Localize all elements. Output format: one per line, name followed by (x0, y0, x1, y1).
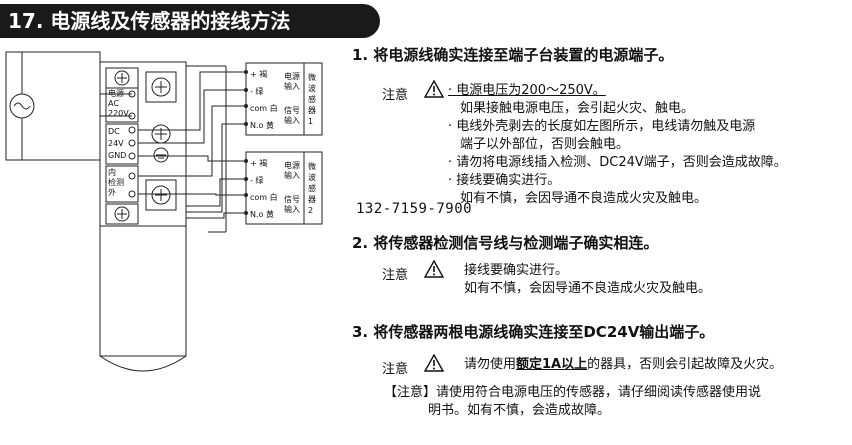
wiring-diagram (5, 51, 323, 372)
section3-warning-text: 请勿使用额定1A以上的器具，否则会引起故障及火灾。 (464, 356, 782, 374)
section-header: 17. 电源线及传感器的接线方法 (0, 4, 380, 38)
section1-body: · 电源电压为200～250V。 如果接触电源电压，会引起火灾、触电。 · 电线… (448, 83, 787, 206)
section1-title: 1. 将电源线确实连接至端子台装置的电源端子。 (352, 46, 674, 64)
sensor2-input-labels: 电源 输入 信号 输入 (284, 161, 300, 214)
sensor2-rows: + 褐 - 绿 com 白 N.o 黄 (250, 159, 278, 219)
dc-terminal-labels: DC 24V GND (108, 127, 127, 160)
sensor2-side-label: 微波 感器 2 (308, 162, 316, 215)
section3-post: 的器具，否则会引起故障及火灾。 (587, 357, 783, 372)
section3-note-label: 注意 (382, 362, 409, 377)
section2-title: 2. 将传感器检测信号线与检测端子确实相连。 (352, 234, 659, 252)
sensor1-rows: + 褐 - 绿 com 白 N.o 黄 (250, 70, 278, 130)
section3-footnote: 【注意】请使用符合电源电压的传感器，请仔细阅读传感器使用说 明书。如有不慎，会造… (384, 385, 762, 418)
warning-icon (424, 260, 444, 278)
sensor1-side-label: 微波 感器 1 (308, 73, 316, 126)
rated-current-emphasis: 额定1A以上 (516, 357, 588, 372)
terminal-labels: 电源 AC 220V (108, 89, 129, 118)
phone-number: 132-7159-7900 (356, 201, 473, 217)
warning-icon (424, 80, 444, 98)
section3-title: 3. 将传感器两根电源线确实连接至DC24V输出端子。 (352, 323, 715, 341)
section1-note-label: 注意 (382, 88, 409, 103)
warning-icon (424, 354, 444, 372)
sensor1-input-labels: 电源 输入 信号 输入 (284, 72, 300, 125)
section3-pre: 请勿使用 (464, 357, 517, 372)
section2-body: 接线要确实进行。 如有不慎，会因导通不良造成火灾及触电。 (464, 263, 712, 296)
detect-terminal-labels: 内 检测 外 (108, 168, 124, 197)
section2-note-label: 注意 (382, 268, 409, 283)
